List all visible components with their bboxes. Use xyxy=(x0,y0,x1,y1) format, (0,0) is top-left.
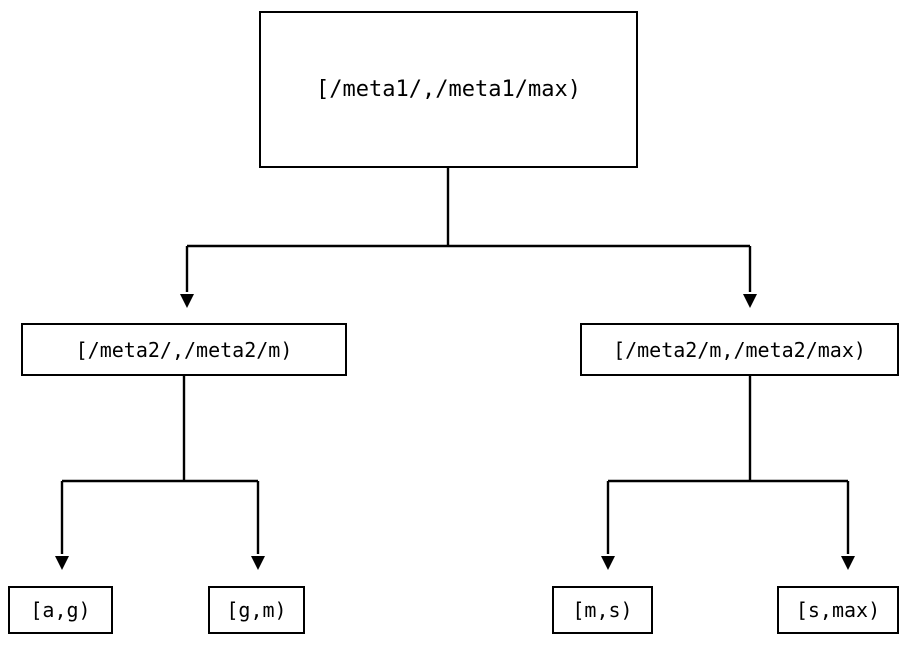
node-mid-right[interactable]: [/meta2/m,/meta2/max) xyxy=(580,323,899,376)
node-mid-left[interactable]: [/meta2/,/meta2/m) xyxy=(21,323,347,376)
node-root[interactable]: [/meta1/,/meta1/max) xyxy=(259,11,638,168)
node-leaf-smax[interactable]: [s,max) xyxy=(777,586,899,634)
node-leaf-gm-label: [g,m) xyxy=(226,598,287,622)
arrowhead-root-to-mid-right-icon xyxy=(743,294,757,308)
arrowhead-mid-left-to-leaf-ag-icon xyxy=(55,556,69,570)
node-leaf-ms-label: [m,s) xyxy=(572,598,633,622)
node-leaf-gm[interactable]: [g,m) xyxy=(208,586,305,634)
node-root-label: [/meta1/,/meta1/max) xyxy=(316,76,581,102)
arrowhead-mid-right-to-leaf-ms-icon xyxy=(601,556,615,570)
node-leaf-smax-label: [s,max) xyxy=(795,598,881,622)
arrowhead-mid-right-to-leaf-smax-icon xyxy=(841,556,855,570)
node-mid-left-label: [/meta2/,/meta2/m) xyxy=(75,337,293,362)
node-leaf-ms[interactable]: [m,s) xyxy=(552,586,653,634)
node-leaf-ag[interactable]: [a,g) xyxy=(8,586,113,634)
node-leaf-ag-label: [a,g) xyxy=(30,598,91,622)
arrowhead-root-to-mid-left-icon xyxy=(180,294,194,308)
node-mid-right-label: [/meta2/m,/meta2/max) xyxy=(613,337,866,362)
arrowhead-mid-left-to-leaf-gm-icon xyxy=(251,556,265,570)
